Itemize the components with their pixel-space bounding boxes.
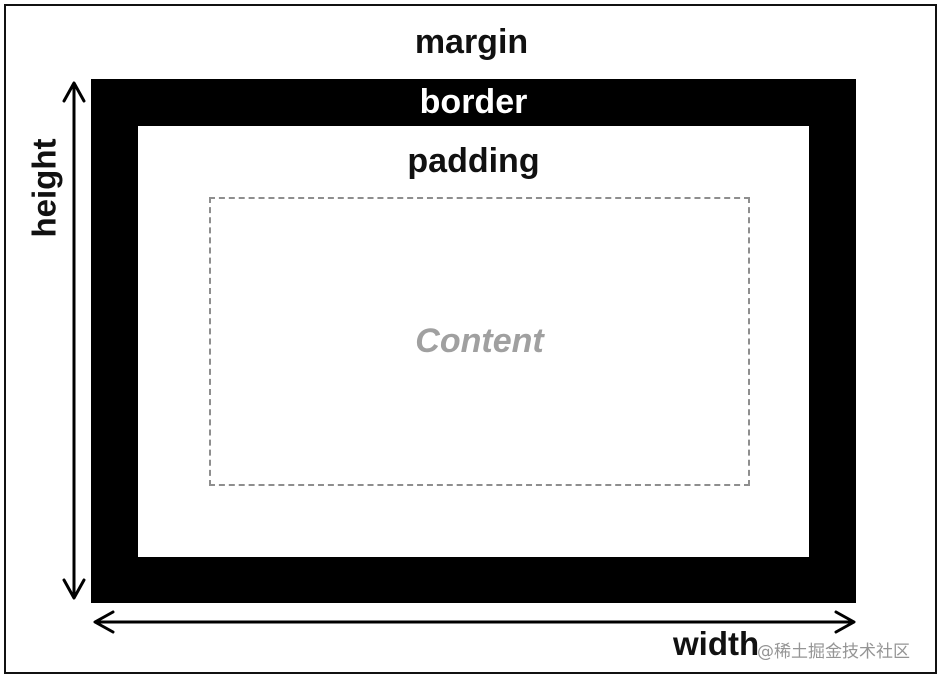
width-arrow [93, 610, 856, 634]
height-label: height [25, 138, 63, 238]
watermark-text: @稀土掘金技术社区 [757, 642, 910, 662]
content-area [209, 197, 750, 486]
height-arrow [62, 81, 86, 600]
padding-label: padding [407, 142, 540, 180]
border-label: border [419, 83, 528, 121]
content-label: Content [415, 322, 544, 360]
margin-label: margin [414, 23, 529, 61]
width-label: width [673, 625, 760, 662]
